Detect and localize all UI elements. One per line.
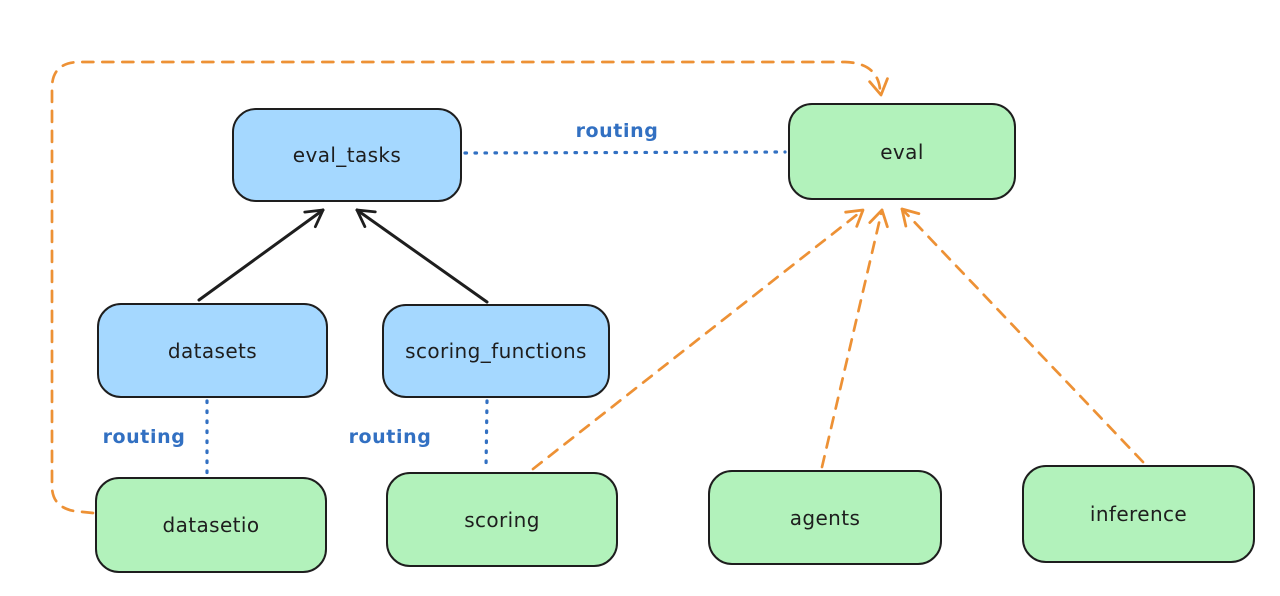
node-datasets-label: datasets	[167, 338, 258, 363]
node-scoring-functions-label: scoring_functions	[405, 339, 587, 363]
node-inference: inference	[1022, 465, 1255, 563]
node-eval-label: eval	[880, 139, 924, 164]
node-datasetio: datasetio	[95, 477, 327, 573]
edge-agents-to-eval	[820, 208, 889, 469]
node-agents-label: agents	[789, 505, 861, 530]
edge-scoring-functions-to-eval-tasks	[355, 208, 489, 304]
node-scoring-label: scoring	[464, 507, 540, 532]
routing-label-datasets-datasetio: routing	[102, 426, 186, 448]
edge-scoring-functions-to-scoring-routing	[484, 399, 489, 471]
node-datasetio-label: datasetio	[162, 513, 260, 537]
edge-datasetio-to-eval-loop	[50, 60, 889, 515]
edge-inference-to-eval	[900, 207, 1145, 464]
node-inference-label: inference	[1089, 502, 1188, 526]
node-eval: eval	[788, 103, 1016, 200]
node-eval-tasks: eval_tasks	[232, 108, 462, 202]
routing-label-scoring-functions-scoring: routing	[348, 426, 432, 448]
node-agents: agents	[708, 470, 942, 565]
node-scoring-functions: scoring_functions	[382, 304, 610, 398]
node-scoring: scoring	[386, 472, 618, 567]
edge-eval-tasks-to-eval-routing	[463, 150, 787, 155]
edge-datasets-to-eval-tasks	[197, 208, 325, 302]
node-eval-tasks-label: eval_tasks	[292, 143, 402, 167]
node-datasets: datasets	[97, 303, 328, 398]
edge-scoring-to-eval	[531, 208, 865, 471]
routing-label-eval-tasks-eval: routing	[575, 120, 659, 142]
